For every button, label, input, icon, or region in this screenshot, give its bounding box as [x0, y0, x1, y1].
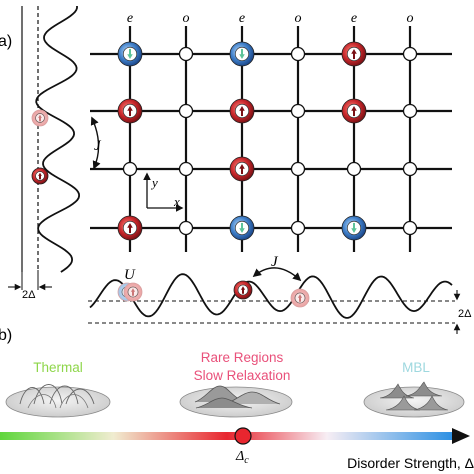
blue-down-spin — [229, 215, 255, 241]
empty-site — [122, 161, 138, 177]
column-label: o — [295, 11, 302, 26]
empty-site — [402, 103, 418, 119]
left-potential: J 2Δ — [8, 6, 102, 301]
empty-site — [290, 46, 306, 62]
empty-site — [178, 220, 194, 236]
column-label: e — [351, 11, 357, 26]
right-width-label: 2Δ — [458, 308, 472, 320]
xy-axes: x y — [143, 172, 184, 212]
phase-rare-regions-title: Rare Regions — [201, 350, 284, 365]
potential-spins — [31, 109, 310, 308]
empty-site — [290, 103, 306, 119]
column-label: e — [239, 11, 245, 26]
axis-y-label: y — [150, 175, 158, 190]
column-label: e — [127, 11, 133, 26]
empty-site — [402, 220, 418, 236]
red-up-spin — [31, 167, 49, 185]
bottom-hopping-label: J — [271, 254, 279, 270]
panel-b-label: b) — [0, 327, 12, 344]
phase-mbl-title: MBL — [402, 360, 430, 375]
critical-label: Δc — [235, 449, 249, 466]
disorder-axis: Δc Disorder Strength, Δ — [0, 427, 474, 471]
thermal-ellipse — [5, 384, 111, 418]
column-label: o — [183, 11, 190, 26]
empty-site — [290, 161, 306, 177]
empty-site — [402, 161, 418, 177]
empty-site — [290, 220, 306, 236]
interaction-label: U — [124, 267, 136, 283]
blue-down-spin — [341, 215, 367, 241]
axis-x-label: x — [173, 194, 180, 209]
lattice-sites — [117, 41, 418, 241]
red-up-spin — [117, 215, 143, 241]
red-up-spin — [341, 41, 367, 67]
axis-label: Disorder Strength, Δ — [347, 455, 474, 471]
left-hopping-label: J — [94, 138, 102, 154]
rare-regions-ellipse — [179, 385, 293, 418]
blue-down-spin — [229, 41, 255, 67]
bottom-potential: 2Δ J U — [88, 254, 472, 334]
empty-site — [178, 103, 194, 119]
red-up-spin — [233, 280, 253, 300]
empty-site — [346, 161, 362, 177]
red-up-spin — [117, 98, 143, 124]
pale-red-spin — [290, 288, 310, 308]
pale-red-spin — [31, 109, 49, 127]
panel-a-label: a) — [0, 33, 12, 50]
red-up-spin — [229, 98, 255, 124]
red-up-spin — [229, 156, 255, 182]
red-up-spin — [341, 98, 367, 124]
left-width-label: 2Δ — [22, 289, 36, 301]
empty-site — [178, 161, 194, 177]
empty-site — [402, 46, 418, 62]
pale-red-spin — [123, 282, 143, 302]
phase-thermal-title: Thermal — [33, 360, 83, 375]
phase-slow-relaxation-title: Slow Relaxation — [194, 368, 291, 383]
blue-down-spin — [117, 41, 143, 67]
column-label: o — [407, 11, 414, 26]
lattice-grid — [90, 26, 452, 252]
mbl-ellipse — [363, 381, 465, 418]
empty-site — [178, 46, 194, 62]
